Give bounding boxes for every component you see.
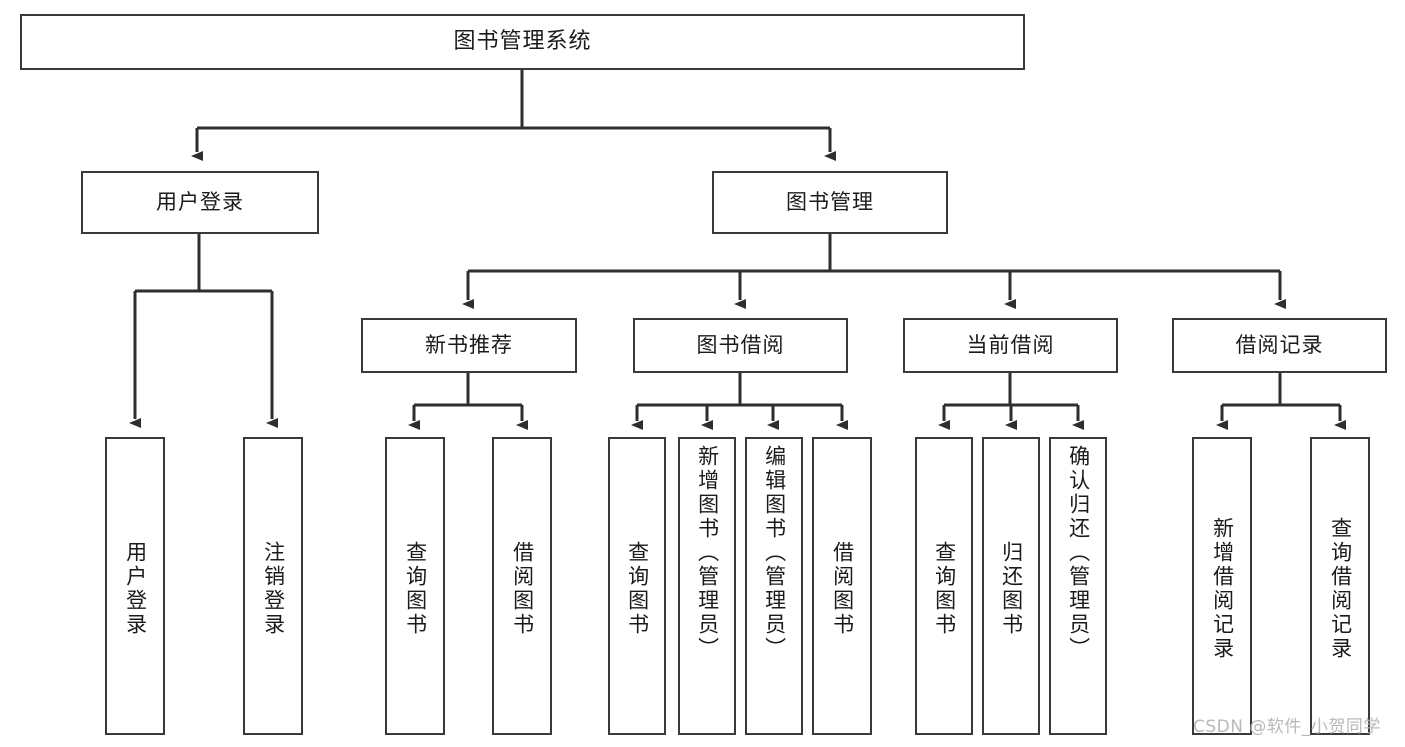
node-label: 借阅记录 (1235, 332, 1324, 357)
csdn-watermark: CSDN @软件_小贺同学 (1193, 717, 1381, 737)
node-label: 查询图书 (625, 541, 650, 637)
node-label: 查询图书 (932, 541, 957, 637)
node-user-login[interactable]: 用户登录 (81, 171, 319, 234)
node-label: 借阅图书 (830, 541, 855, 637)
node-label: 新增图书（管理员） (695, 445, 720, 661)
leaf-user-login[interactable]: 用户登录 (105, 437, 165, 735)
node-root-book-management-system[interactable]: 图书管理系统 (20, 14, 1025, 70)
node-label: 查询图书 (403, 541, 428, 637)
node-new-book-recommend[interactable]: 新书推荐 (361, 318, 577, 373)
node-label: 编辑图书（管理员） (762, 445, 787, 661)
leaf-query-book-recommend[interactable]: 查询图书 (385, 437, 445, 735)
leaf-add-borrow-record[interactable]: 新增借阅记录 (1192, 437, 1252, 735)
node-label: 确认归还（管理员） (1066, 445, 1091, 661)
node-label: 用户登录 (123, 541, 148, 637)
node-label: 图书借阅 (696, 332, 785, 357)
node-label: 当前借阅 (966, 332, 1055, 357)
leaf-edit-book-admin[interactable]: 编辑图书（管理员） (745, 437, 803, 735)
node-book-management[interactable]: 图书管理 (712, 171, 948, 234)
leaf-add-book-admin[interactable]: 新增图书（管理员） (678, 437, 736, 735)
leaf-borrow-book[interactable]: 借阅图书 (812, 437, 872, 735)
leaf-logout[interactable]: 注销登录 (243, 437, 303, 735)
leaf-borrow-book-recommend[interactable]: 借阅图书 (492, 437, 552, 735)
leaf-query-borrow-record[interactable]: 查询借阅记录 (1310, 437, 1370, 735)
leaf-query-book-borrow[interactable]: 查询图书 (608, 437, 666, 735)
node-book-borrow[interactable]: 图书借阅 (633, 318, 848, 373)
node-label: 用户登录 (156, 189, 244, 214)
leaf-confirm-return-admin[interactable]: 确认归还（管理员） (1049, 437, 1107, 735)
node-label: 查询借阅记录 (1328, 517, 1353, 661)
node-label: 归还图书 (999, 541, 1024, 637)
node-borrow-record[interactable]: 借阅记录 (1172, 318, 1387, 373)
leaf-query-book-current[interactable]: 查询图书 (915, 437, 973, 735)
node-label: 新增借阅记录 (1210, 517, 1235, 661)
node-label: 新书推荐 (425, 332, 513, 357)
node-label: 图书管理 (786, 189, 874, 214)
node-label: 图书管理系统 (453, 28, 592, 54)
node-label: 借阅图书 (510, 541, 535, 637)
leaf-return-book[interactable]: 归还图书 (982, 437, 1040, 735)
node-current-borrow[interactable]: 当前借阅 (903, 318, 1118, 373)
node-label: 注销登录 (261, 541, 286, 637)
